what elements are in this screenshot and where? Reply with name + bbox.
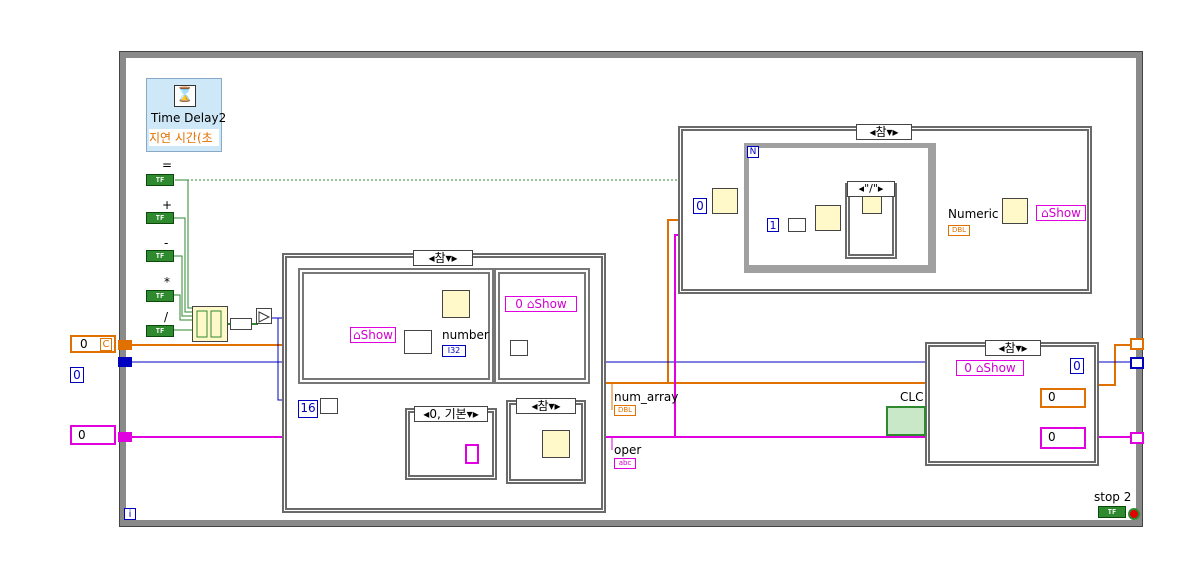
num-array-indicator[interactable]: DBL (614, 405, 636, 416)
case-oper-label: 0, 기본 (429, 407, 467, 421)
divide-node[interactable] (862, 196, 882, 214)
constant-zero-d[interactable]: 0 (1070, 358, 1084, 374)
case-right-top-selector[interactable]: ◂참▾▸ (856, 124, 912, 140)
index-array-node-2[interactable] (712, 188, 738, 214)
stop-condition-icon[interactable] (1128, 508, 1140, 520)
string-op-label: "/" (864, 182, 878, 195)
show-property-node-1[interactable]: ⌂Show (350, 327, 396, 343)
loop-iteration-terminal: i (124, 508, 136, 520)
clc-button-control[interactable] (886, 406, 926, 436)
case-main-label: 참 (434, 251, 446, 265)
sequence-frame-1[interactable] (298, 268, 494, 384)
numeric-constant-right-value: 0 (1048, 390, 1056, 404)
property-node-right[interactable] (1002, 198, 1028, 224)
index-array-node-3[interactable] (815, 205, 841, 231)
build-string-array-node[interactable] (542, 430, 570, 458)
shift-register-left-numeric[interactable] (118, 340, 132, 350)
delay-time-param: 지연 시간(초 (149, 129, 219, 146)
string-control-left[interactable] (70, 425, 116, 445)
stop-label: stop 2 (1094, 490, 1132, 504)
case-inner-small-label: 참 (537, 399, 549, 413)
build-array-node[interactable] (192, 306, 228, 342)
show-property-node-2[interactable]: 0 ⌂Show (505, 296, 577, 312)
hourglass-icon: ⌛ (174, 85, 196, 107)
add-node[interactable] (788, 218, 806, 232)
show-property-node-3[interactable]: ⌂Show (1036, 205, 1086, 221)
equal-compare-node[interactable] (320, 398, 338, 414)
bool-const-minus[interactable]: TF (146, 250, 174, 262)
index-array-node-1[interactable] (442, 290, 470, 318)
show-property-node-4[interactable]: 0 ⌂Show (956, 360, 1024, 376)
op-label-minus: - (164, 236, 169, 250)
case-right-bottom-label: 참 (1004, 341, 1016, 355)
bool-const-eq[interactable]: TF (146, 174, 174, 186)
numeric-indicator[interactable]: DBL (948, 225, 970, 236)
shift-register-right-string[interactable] (1130, 432, 1144, 444)
case-inner-small-selector[interactable]: ◂참▾▸ (516, 398, 576, 414)
numeric-indicator-label: Numeric (948, 207, 999, 221)
numeric-control-left-value: 0 (80, 337, 88, 351)
case-right-bottom-selector[interactable]: ◂참▾▸ (985, 340, 1041, 356)
time-delay-express-vi[interactable]: ⌛ Time Delay2 지연 시간(초 (146, 78, 226, 152)
bool-const-div[interactable]: TF (146, 325, 174, 337)
format-node[interactable] (404, 330, 432, 354)
op-label-plus: + (162, 198, 173, 212)
constant-16[interactable]: 16 (298, 400, 318, 418)
number-indicator[interactable]: I32 (442, 345, 466, 357)
oper-label: oper (614, 443, 642, 457)
shift-register-right-blue[interactable] (1130, 357, 1144, 369)
string-control-left-value: 0 (78, 428, 86, 442)
case-next-arrow-icon[interactable]: ▾▸ (445, 251, 458, 265)
bool-const-plus[interactable]: TF (146, 212, 174, 224)
op-label-mult: * (164, 275, 170, 289)
clc-label: CLC (900, 390, 924, 404)
case-main-selector[interactable]: ◂참▾▸ (413, 250, 473, 266)
constant-zero-b[interactable]: 0 (693, 198, 707, 214)
increment-node[interactable] (510, 340, 528, 356)
string-constant-right-value: 0 (1048, 430, 1056, 444)
string-op-selector[interactable]: ◂"/"▸ (847, 181, 895, 197)
empty-string-constant[interactable] (465, 444, 479, 464)
num-array-label: num_array (614, 390, 679, 404)
for-loop-frame[interactable] (744, 143, 936, 273)
for-loop-count-terminal: N (747, 146, 759, 158)
case-right-top-label: 참 (875, 125, 887, 139)
time-delay-title: Time Delay2 (151, 111, 227, 125)
oper-indicator[interactable]: abc (614, 458, 636, 469)
stop-button-terminal[interactable]: TF (1098, 506, 1126, 518)
shift-register-left-string[interactable] (118, 432, 132, 442)
sequence-frame-2[interactable] (494, 268, 590, 384)
op-label-div: / (164, 310, 169, 324)
shift-register-right-numeric[interactable] (1130, 338, 1144, 350)
op-label-eq: = (162, 158, 173, 172)
case-oper-selector[interactable]: ◂0, 기본▾▸ (414, 406, 488, 422)
while-loop-frame[interactable] (119, 51, 1143, 527)
numeric-control-left-blue[interactable]: 0 (70, 367, 84, 383)
constant-one[interactable]: 1 (767, 218, 779, 232)
case-prev-arrow-icon[interactable]: ◂ (428, 251, 435, 265)
boolean-array-to-number-node[interactable] (230, 318, 252, 330)
shift-register-left-blue[interactable] (118, 357, 132, 367)
numeric-constant-right[interactable] (1040, 388, 1086, 408)
search-array-node[interactable] (256, 308, 272, 324)
numeric-control-left-tag: C (100, 338, 112, 351)
string-constant-right[interactable] (1040, 427, 1086, 449)
bool-const-mult[interactable]: TF (146, 290, 174, 302)
number-indicator-label: number (442, 328, 489, 342)
